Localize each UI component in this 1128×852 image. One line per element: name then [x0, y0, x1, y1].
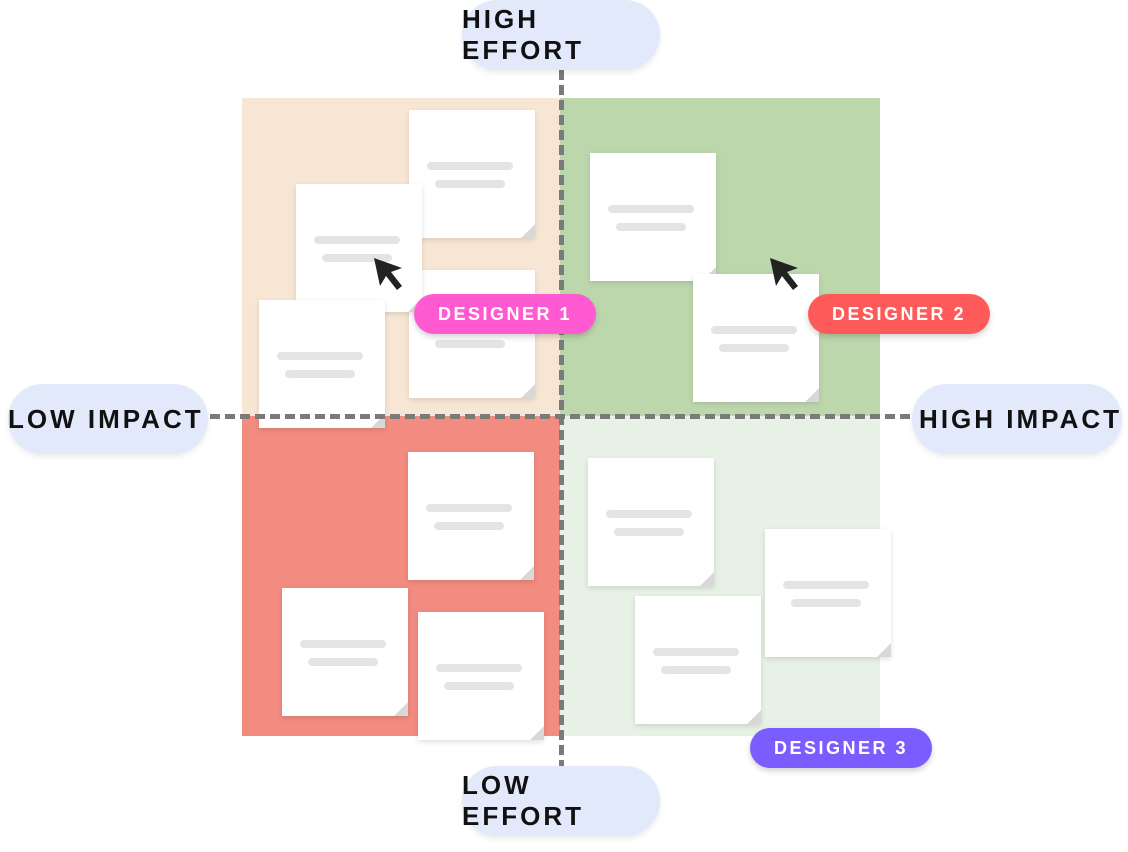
axis-label-high-effort: HIGH EFFORT: [462, 0, 660, 70]
designer-tag-1: DESIGNER 1: [414, 294, 596, 334]
note-text-line: [426, 504, 512, 512]
designer-tag-label: DESIGNER 3: [773, 737, 909, 758]
sticky-note[interactable]: [282, 588, 408, 716]
sticky-note[interactable]: [408, 452, 534, 580]
note-text-line: [300, 640, 386, 648]
note-text-line: [314, 236, 400, 244]
note-text-line: [661, 666, 731, 674]
sticky-note[interactable]: [409, 110, 535, 238]
designer-tag-label: DESIGNER 2: [831, 303, 967, 324]
sticky-note[interactable]: [418, 612, 544, 740]
axis-label-text: HIGH IMPACT: [919, 403, 1122, 434]
sticky-note[interactable]: [409, 270, 535, 398]
axis-label-low-impact: LOW IMPACT: [8, 384, 208, 454]
axis-label-high-impact: HIGH IMPACT: [912, 384, 1122, 454]
impact-axis: [210, 414, 910, 419]
note-text-line: [434, 522, 504, 530]
note-text-line: [606, 510, 692, 518]
note-text-line: [608, 205, 694, 213]
note-text-line: [435, 340, 505, 348]
note-text-line: [719, 344, 789, 352]
cursor-arrow-icon: [770, 258, 798, 290]
note-text-line: [614, 528, 684, 536]
axis-label-text: LOW IMPACT: [8, 403, 204, 434]
designer-tag-label: DESIGNER 1: [437, 303, 573, 324]
note-text-line: [308, 658, 378, 666]
effort-axis: [559, 70, 564, 770]
note-text-line: [322, 254, 392, 262]
axis-label-text: LOW EFFORT: [462, 770, 584, 831]
sticky-note[interactable]: [259, 300, 385, 428]
sticky-note[interactable]: [588, 458, 714, 586]
note-text-line: [791, 599, 861, 607]
note-text-line: [436, 664, 522, 672]
sticky-note[interactable]: [635, 596, 761, 724]
axis-label-low-effort: LOW EFFORT: [462, 766, 660, 836]
cursor-arrow-icon: [374, 258, 402, 290]
sticky-note[interactable]: [765, 529, 891, 657]
note-text-line: [285, 370, 355, 378]
designer-tag-2: DESIGNER 2: [808, 294, 990, 334]
sticky-note[interactable]: [296, 184, 422, 312]
note-text-line: [783, 581, 869, 589]
axis-label-text: HIGH EFFORT: [462, 4, 584, 65]
note-text-line: [427, 162, 513, 170]
sticky-note[interactable]: [590, 153, 716, 281]
note-text-line: [435, 180, 505, 188]
note-text-line: [616, 223, 686, 231]
note-text-line: [277, 352, 363, 360]
note-text-line: [653, 648, 739, 656]
designer-tag-3: DESIGNER 3: [750, 728, 932, 768]
note-text-line: [711, 326, 797, 334]
note-text-line: [444, 682, 514, 690]
sticky-note[interactable]: [693, 274, 819, 402]
